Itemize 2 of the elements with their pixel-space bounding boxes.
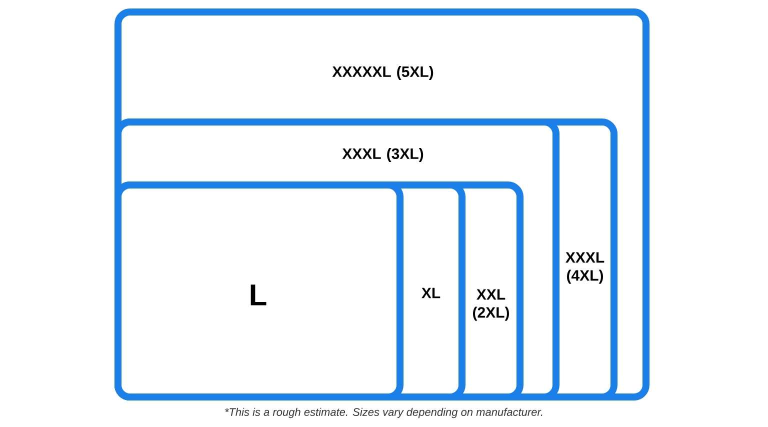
size-box: L [114,182,404,400]
caption: *This is a rough estimate. Sizes vary depending on manufacturer. [225,408,542,418]
